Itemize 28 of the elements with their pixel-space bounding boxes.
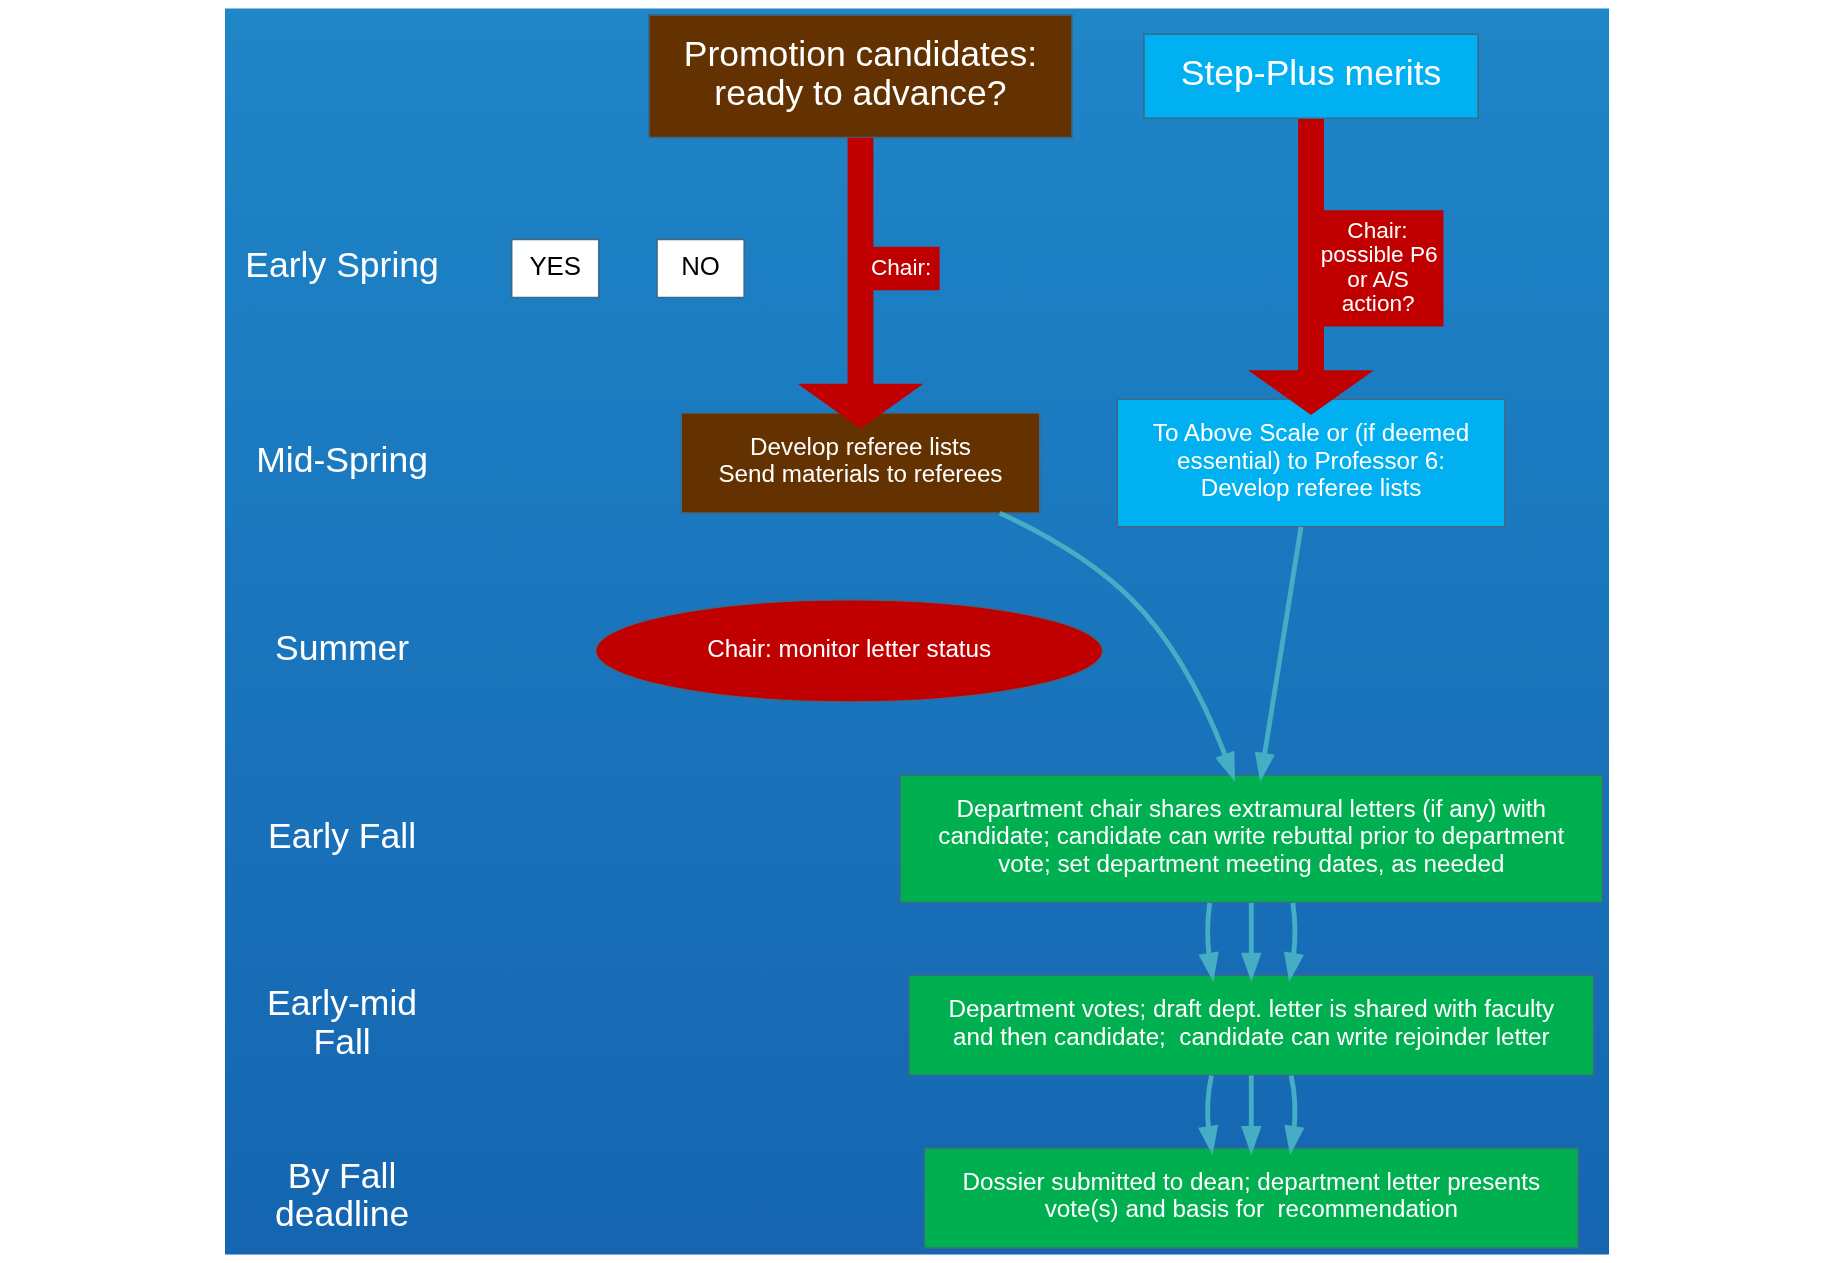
label: NO xyxy=(680,251,720,280)
node-box: Develop referee lists Send materials to referees xyxy=(679,412,1041,514)
arrow xyxy=(1198,902,1219,982)
label: Mid-Spring xyxy=(255,440,428,481)
node-box: Step-Plus merits xyxy=(1142,33,1479,120)
node-box: Promotion candidates: ready to advance? xyxy=(647,14,1073,139)
label: Summer xyxy=(274,627,409,668)
node-box: Department chair shares extramural letters (if any) with candidate; candidate can write rebuttal prior to department vote; set department meeting dates, as needed xyxy=(898,774,1603,904)
arrow xyxy=(1240,1075,1261,1156)
arrow xyxy=(1240,902,1261,982)
node-box: Dossier submitted to dean; department letter presents vote(s) and basis for recommendation xyxy=(922,1147,1579,1249)
label: Early-mid Fall xyxy=(266,982,417,1062)
node-ellipse: Chair: monitor letter status xyxy=(594,598,1103,703)
arrow xyxy=(998,510,1235,782)
arrow xyxy=(1283,1074,1305,1156)
arrow xyxy=(1247,118,1374,416)
edge-label: Chair: xyxy=(870,255,931,281)
arrow xyxy=(797,137,923,429)
arrow xyxy=(1254,526,1303,782)
edge-label: Chair: possible P6 or A/S action? xyxy=(1320,218,1438,316)
node-box: To Above Scale or (if deemed essential) to Professor 6: Develop referee lists xyxy=(1115,398,1506,528)
arrow xyxy=(1283,902,1304,982)
label: YES xyxy=(528,251,581,280)
arrow xyxy=(1197,1074,1218,1156)
label: By Fall deadline xyxy=(274,1155,409,1235)
label: Early Spring xyxy=(244,245,439,286)
node-box: Department votes; draft dept. letter is shared with faculty and then candidate; candidate can write rejoinder letter xyxy=(907,974,1594,1077)
label: Early Fall xyxy=(267,815,416,856)
